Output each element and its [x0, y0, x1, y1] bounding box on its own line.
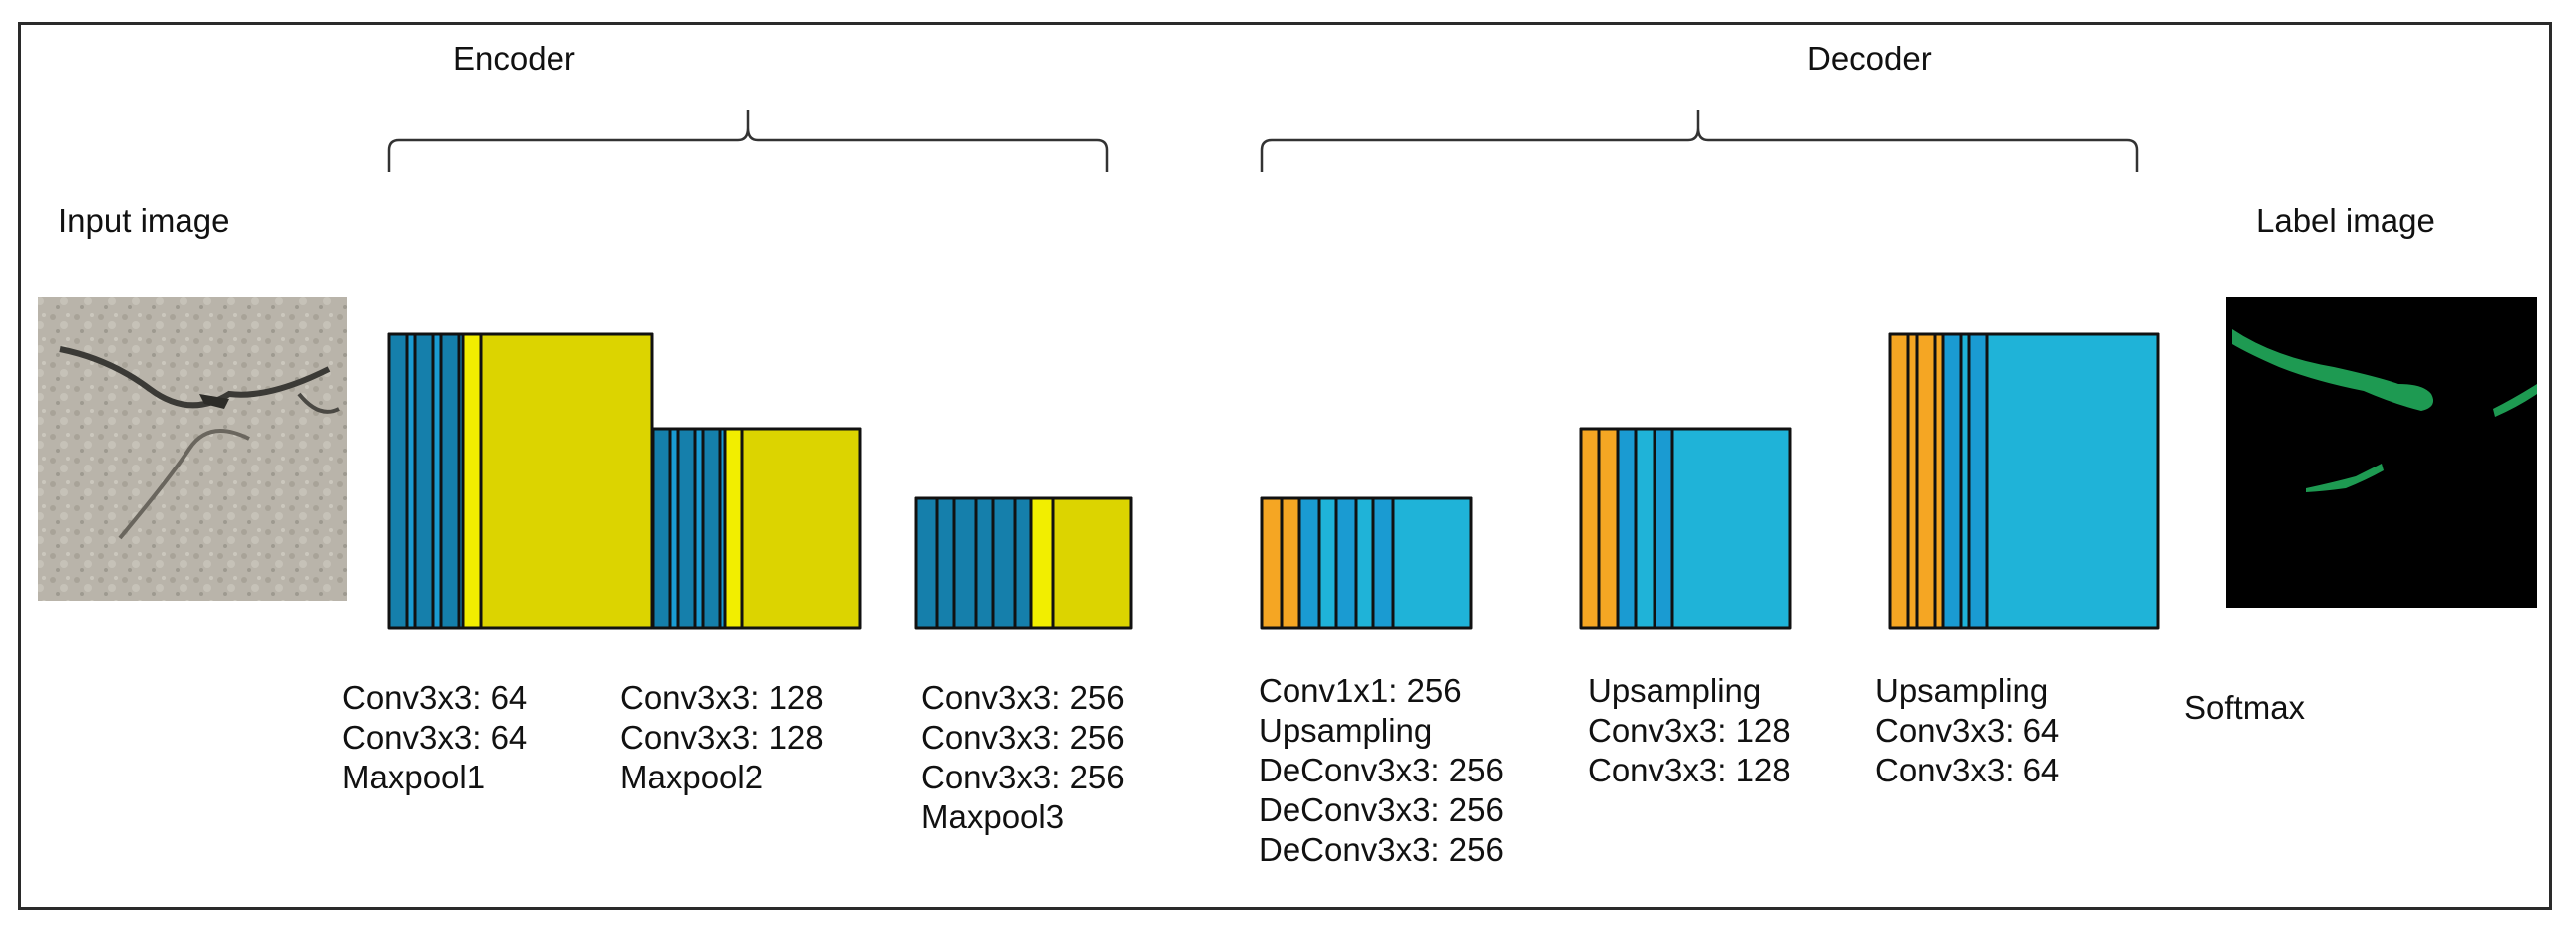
op-line: Maxpool3	[921, 798, 1065, 835]
network-layers	[387, 332, 2160, 630]
block-1-ops: Conv3x3: 64 Conv3x3: 64 Maxpool1	[342, 678, 527, 797]
op-line: Conv3x3: 64	[1875, 712, 2060, 749]
encoder-brace	[387, 110, 1109, 172]
op-line: DeConv3x3: 256	[1259, 752, 1504, 788]
op-line: Upsampling	[1259, 712, 1433, 749]
layer-block1-3	[461, 332, 654, 630]
encoder-title: Encoder	[453, 40, 575, 77]
op-line: Conv3x3: 256	[921, 719, 1125, 756]
decoder-brace	[1260, 110, 2139, 172]
block-5-ops: Upsampling Conv3x3: 128 Conv3x3: 128	[1588, 671, 1791, 790]
op-line: Conv3x3: 128	[1588, 712, 1791, 749]
layer-block2-3	[723, 427, 862, 630]
block-4-ops: Conv1x1: 256 Upsampling DeConv3x3: 256 D…	[1259, 671, 1504, 870]
layer-block3-3	[1029, 496, 1133, 630]
op-line: Conv3x3: 256	[921, 679, 1125, 716]
op-line: DeConv3x3: 256	[1259, 791, 1504, 828]
block-3-ops: Conv3x3: 256 Conv3x3: 256 Conv3x3: 256 M…	[921, 678, 1125, 837]
label-image	[2226, 297, 2537, 608]
op-line: Conv3x3: 64	[342, 719, 528, 756]
softmax-label: Softmax	[2184, 689, 2306, 726]
op-line: Conv3x3: 64	[1875, 752, 2060, 788]
op-line: Conv3x3: 256	[921, 759, 1125, 795]
op-line: Conv3x3: 64	[342, 679, 528, 716]
label-image-label: Label image	[2256, 202, 2435, 239]
layer-block5-2	[1653, 427, 1792, 630]
block-2-ops: Conv3x3: 128 Conv3x3: 128 Maxpool2	[620, 678, 824, 797]
op-line: Upsampling	[1875, 672, 2049, 709]
op-line: Conv3x3: 128	[620, 679, 824, 716]
op-line: Maxpool1	[342, 759, 486, 795]
op-line: DeConv3x3: 256	[1259, 831, 1504, 868]
op-line: Conv1x1: 256	[1259, 672, 1462, 709]
op-line: Maxpool2	[620, 759, 764, 795]
op-line: Upsampling	[1588, 672, 1762, 709]
decoder-title: Decoder	[1807, 40, 1932, 77]
input-image	[38, 297, 347, 601]
input-image-label: Input image	[58, 202, 230, 239]
op-line: Conv3x3: 128	[1588, 752, 1791, 788]
op-line: Conv3x3: 128	[620, 719, 824, 756]
block-6-ops: Upsampling Conv3x3: 64 Conv3x3: 64	[1875, 671, 2059, 790]
figure-frame	[18, 22, 2552, 910]
layer-block6-3	[1967, 332, 2160, 630]
layer-block4-3	[1371, 496, 1473, 630]
